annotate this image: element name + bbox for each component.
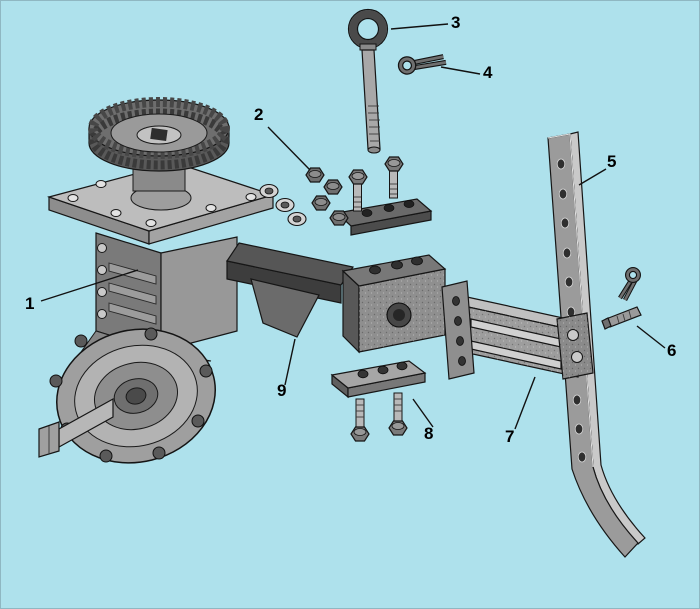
hitch-arm	[226, 198, 447, 354]
callout-number-1: 1	[25, 294, 34, 313]
callout-leader-4	[440, 66, 481, 75]
callout-number-9: 9	[277, 381, 286, 400]
output-shaft	[38, 397, 114, 458]
washer	[259, 183, 279, 199]
callout-leader-1	[40, 269, 139, 302]
callouts: 1 2 3 4 5 6 7 8 9	[25, 13, 676, 446]
callout-leader-9	[284, 338, 296, 386]
callout-number-6: 6	[667, 341, 676, 360]
callout-leader-3	[390, 23, 449, 30]
gearbox-mounting-flange	[46, 162, 276, 245]
callout-number-5: 5	[607, 152, 616, 171]
washer	[275, 197, 295, 213]
callout-leader-6	[636, 325, 666, 349]
clamp-plate	[330, 360, 427, 399]
eye-bolt	[347, 8, 389, 154]
clevis-bracket	[341, 254, 447, 354]
hex-bolt-up	[388, 392, 408, 436]
hex-bolt-up	[350, 398, 370, 442]
gearbox-assembly	[38, 97, 276, 464]
hex-bolt	[348, 169, 368, 212]
hex-bolt	[384, 156, 404, 199]
linch-pin-set	[601, 267, 642, 330]
hex-nut	[323, 179, 343, 195]
upper-strap-plate	[335, 198, 433, 236]
fastener-hardware-set	[259, 156, 404, 227]
callout-leader-7	[514, 376, 536, 430]
cotter-pin-small	[618, 267, 641, 302]
callout-leader-2	[267, 126, 311, 171]
callout-number-3: 3	[451, 13, 460, 32]
clamp-mount-flange	[441, 280, 475, 380]
linch-pin	[601, 306, 642, 330]
callout-number-2: 2	[254, 105, 263, 124]
clamp-outer-plate	[556, 312, 594, 380]
cotter-pin-top	[397, 54, 447, 75]
callout-number-7: 7	[505, 427, 514, 446]
hex-nut	[329, 210, 349, 226]
callout-number-4: 4	[483, 63, 493, 82]
callout-number-8: 8	[424, 424, 433, 443]
callout-leader-5	[578, 168, 607, 186]
hex-nut	[311, 195, 331, 211]
callout-leader-8	[412, 398, 434, 428]
bevel-gear	[88, 97, 230, 192]
washer	[287, 211, 307, 227]
hex-nut	[305, 167, 325, 183]
stake-clamp-bracket	[441, 280, 594, 380]
lower-clamp-plate-set	[330, 360, 427, 442]
